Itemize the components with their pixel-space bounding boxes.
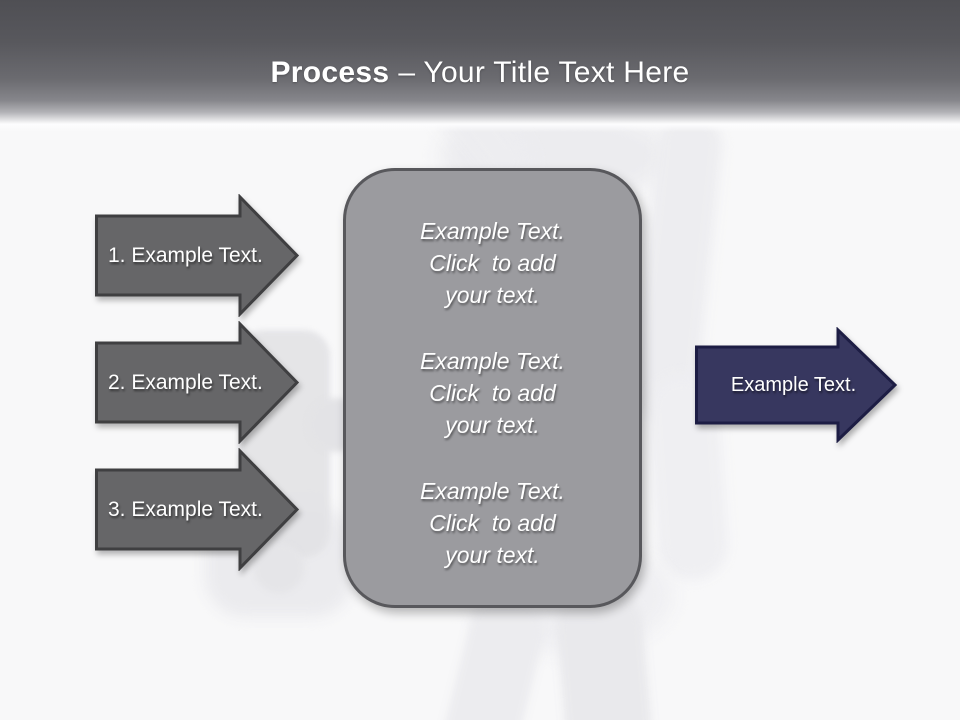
step-arrow-3[interactable]: 3. Example Text.: [95, 448, 300, 571]
panel-text-line: Click to add: [429, 510, 556, 536]
slide-title-rest: – Your Title Text Here: [398, 56, 690, 89]
panel-text-block-1[interactable]: Example Text. Click to add your text.: [360, 215, 625, 311]
text-panel[interactable]: Example Text. Click to add your text. Ex…: [343, 168, 642, 608]
panel-text-line: your text.: [445, 282, 540, 308]
puzzle-knob-bottom: [254, 543, 304, 593]
right-arrow-icon: [95, 194, 300, 317]
panel-text-line: Click to add: [429, 250, 556, 276]
result-arrow-label: Example Text.: [730, 373, 857, 396]
step-arrow-1-label: 1. Example Text.: [108, 243, 263, 267]
panel-text-line: your text.: [445, 412, 540, 438]
panel-text-block-2[interactable]: Example Text. Click to add your text.: [360, 345, 625, 441]
slide-title-emphasis: Process: [270, 56, 390, 89]
panel-text-block-3[interactable]: Example Text. Click to add your text.: [360, 475, 625, 571]
right-arrow-icon: [695, 327, 898, 443]
step-arrow-1[interactable]: 1. Example Text.: [95, 194, 300, 317]
panel-text-line: your text.: [445, 542, 540, 568]
panel-text-line: Example Text.: [420, 478, 565, 504]
step-arrow-3-label: 3. Example Text.: [108, 497, 263, 521]
step-arrow-2-label: 2. Example Text.: [108, 370, 263, 394]
header-band: Process– Your Title Text Here: [0, 0, 960, 132]
figure-left-leg: [427, 589, 552, 720]
result-arrow[interactable]: Example Text.: [695, 327, 900, 443]
panel-text-line: Example Text.: [420, 218, 565, 244]
panel-text-line: Click to add: [429, 380, 556, 406]
right-arrow-icon: [95, 448, 300, 571]
right-arrow-icon: [95, 321, 300, 444]
slide-title[interactable]: Process– Your Title Text Here: [0, 54, 960, 92]
panel-text-line: Example Text.: [420, 348, 565, 374]
step-arrow-2[interactable]: 2. Example Text.: [95, 321, 300, 444]
